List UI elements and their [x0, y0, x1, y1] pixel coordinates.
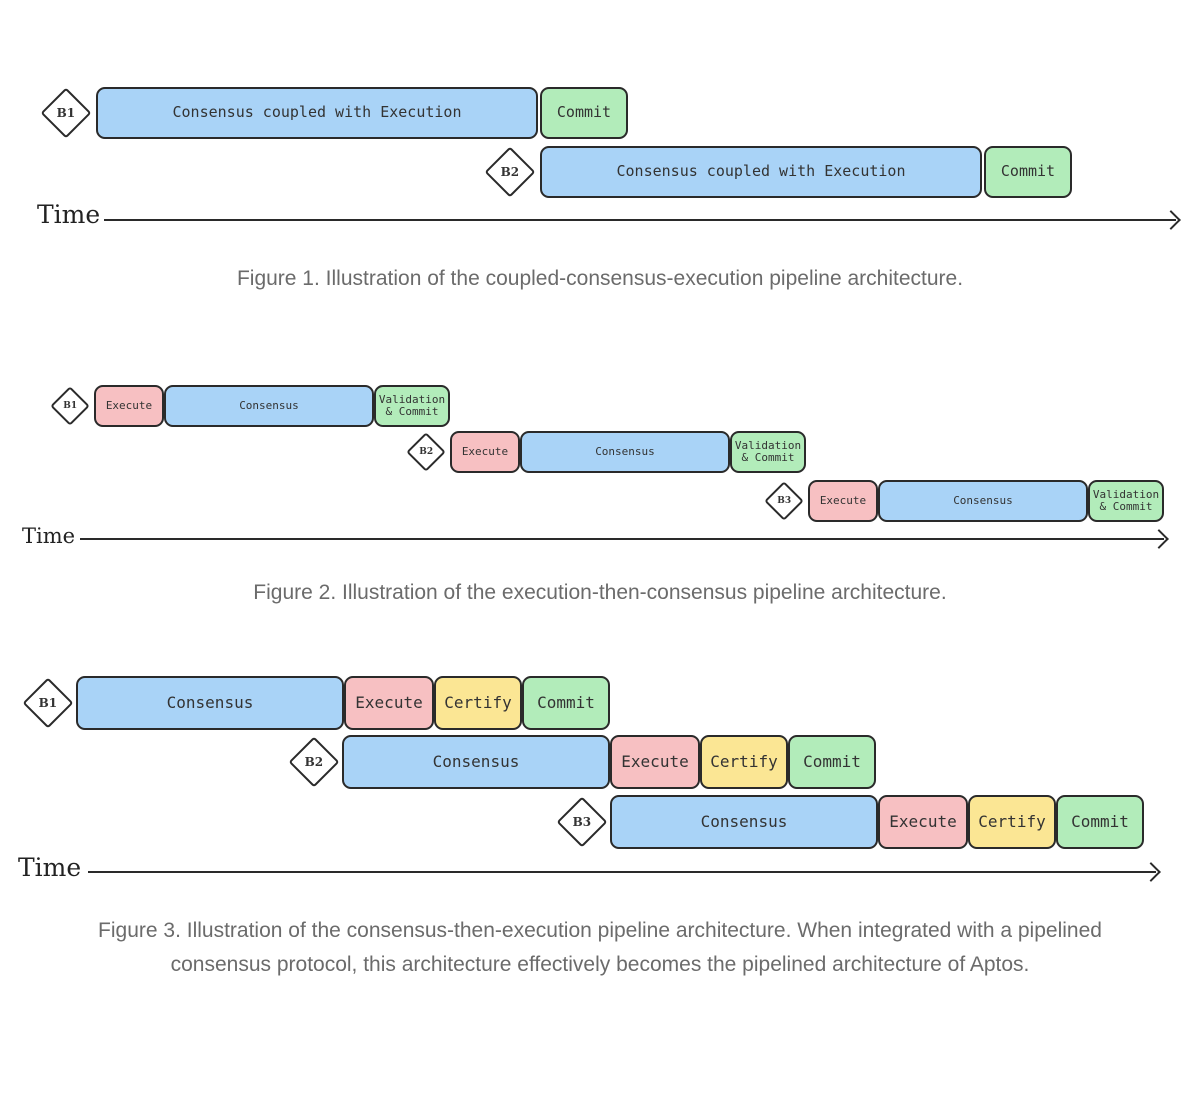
block-marker-b2: B2 — [406, 432, 447, 473]
time-axis-arrow-icon — [1149, 529, 1169, 549]
block-label: B2 — [419, 446, 434, 457]
figure-caption-2: Figure 2. Illustration of the execution-… — [253, 581, 947, 604]
block-label: B2 — [304, 754, 324, 769]
stage-execute: Execute — [610, 735, 700, 789]
stage-consensus: Consensus — [164, 385, 374, 427]
block-label: B3 — [777, 495, 792, 506]
stage-certify: Certify — [700, 735, 788, 789]
time-axis-line — [80, 538, 1164, 540]
stage-consensus: Consensus — [878, 480, 1088, 522]
block-label: B3 — [572, 814, 592, 829]
time-axis-label: Time — [22, 524, 76, 548]
stage-consensus: Consensus — [610, 795, 878, 849]
block-marker-b2: B2 — [288, 736, 340, 788]
figure-caption-1: Figure 1. Illustration of the coupled-co… — [236, 267, 964, 290]
stage-certify: Certify — [968, 795, 1056, 849]
stage-commit: Commit — [522, 676, 610, 730]
block-label: B1 — [38, 695, 58, 710]
stage-commit: Commit — [540, 87, 628, 139]
stage-execute: Execute — [94, 385, 164, 427]
stage-consensus: Consensus — [342, 735, 610, 789]
stage-execute: Execute — [878, 795, 968, 849]
stage-execute: Execute — [808, 480, 878, 522]
stage-validation-commit: Validation & Commit — [374, 385, 450, 427]
block-marker-b3: B3 — [764, 481, 805, 522]
block-label: B1 — [63, 400, 78, 411]
stage-commit: Commit — [788, 735, 876, 789]
block-label: B2 — [500, 164, 520, 179]
stage-consensus: Consensus — [76, 676, 344, 730]
stage-commit: Commit — [984, 146, 1072, 198]
time-axis-label: Time — [18, 853, 82, 882]
stage-validation-commit: Validation & Commit — [730, 431, 806, 473]
stage-consensus-coupled-with-execution: Consensus coupled with Execution — [540, 146, 982, 198]
stage-certify: Certify — [434, 676, 522, 730]
stage-execute: Execute — [450, 431, 520, 473]
block-marker-b2: B2 — [484, 146, 536, 198]
stage-consensus-coupled-with-execution: Consensus coupled with Execution — [96, 87, 538, 139]
block-marker-b1: B1 — [40, 87, 92, 139]
stage-validation-commit: Validation & Commit — [1088, 480, 1164, 522]
block-marker-b3: B3 — [556, 796, 608, 848]
block-marker-b1: B1 — [50, 386, 91, 427]
stage-consensus: Consensus — [520, 431, 730, 473]
time-axis-arrow-icon — [1161, 210, 1181, 230]
block-label: B1 — [56, 105, 76, 120]
stage-execute: Execute — [344, 676, 434, 730]
time-axis-label: Time — [37, 200, 101, 229]
time-axis-arrow-icon — [1141, 862, 1161, 882]
figure-caption-3: Figure 3. Illustration of the consensus-… — [98, 919, 1102, 976]
time-axis-line — [88, 871, 1156, 873]
block-marker-b1: B1 — [22, 677, 74, 729]
time-axis-line — [104, 219, 1176, 221]
stage-commit: Commit — [1056, 795, 1144, 849]
